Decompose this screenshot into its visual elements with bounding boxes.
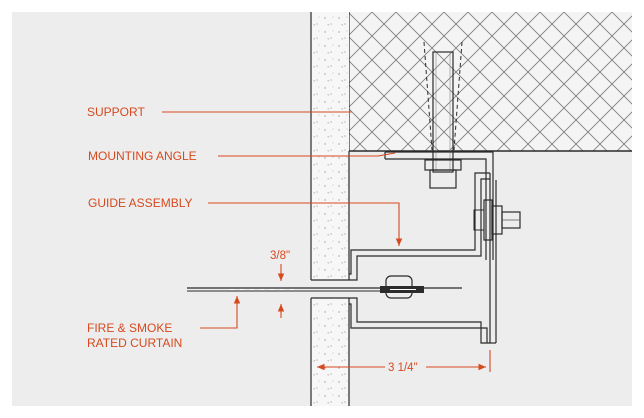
- curtain: [187, 275, 462, 299]
- guide-assembly-channel: [349, 172, 497, 344]
- mounting-angle: [384, 151, 494, 260]
- label-mounting-angle: MOUNTING ANGLE: [88, 149, 197, 163]
- label-guide-assembly: GUIDE ASSEMBLY: [88, 196, 192, 210]
- support-structure: [348, 12, 632, 152]
- dimension-depth: 3 1/4": [388, 362, 418, 374]
- dimension-gap: 3/8": [270, 250, 290, 262]
- leaders: [162, 111, 491, 372]
- side-bolt: [473, 199, 521, 241]
- label-support: SUPPORT: [87, 105, 145, 119]
- label-curtain-line1: FIRE & SMOKE: [87, 321, 172, 335]
- wall-section: [310, 12, 350, 406]
- label-curtain-line2: RATED CURTAIN: [87, 336, 182, 350]
